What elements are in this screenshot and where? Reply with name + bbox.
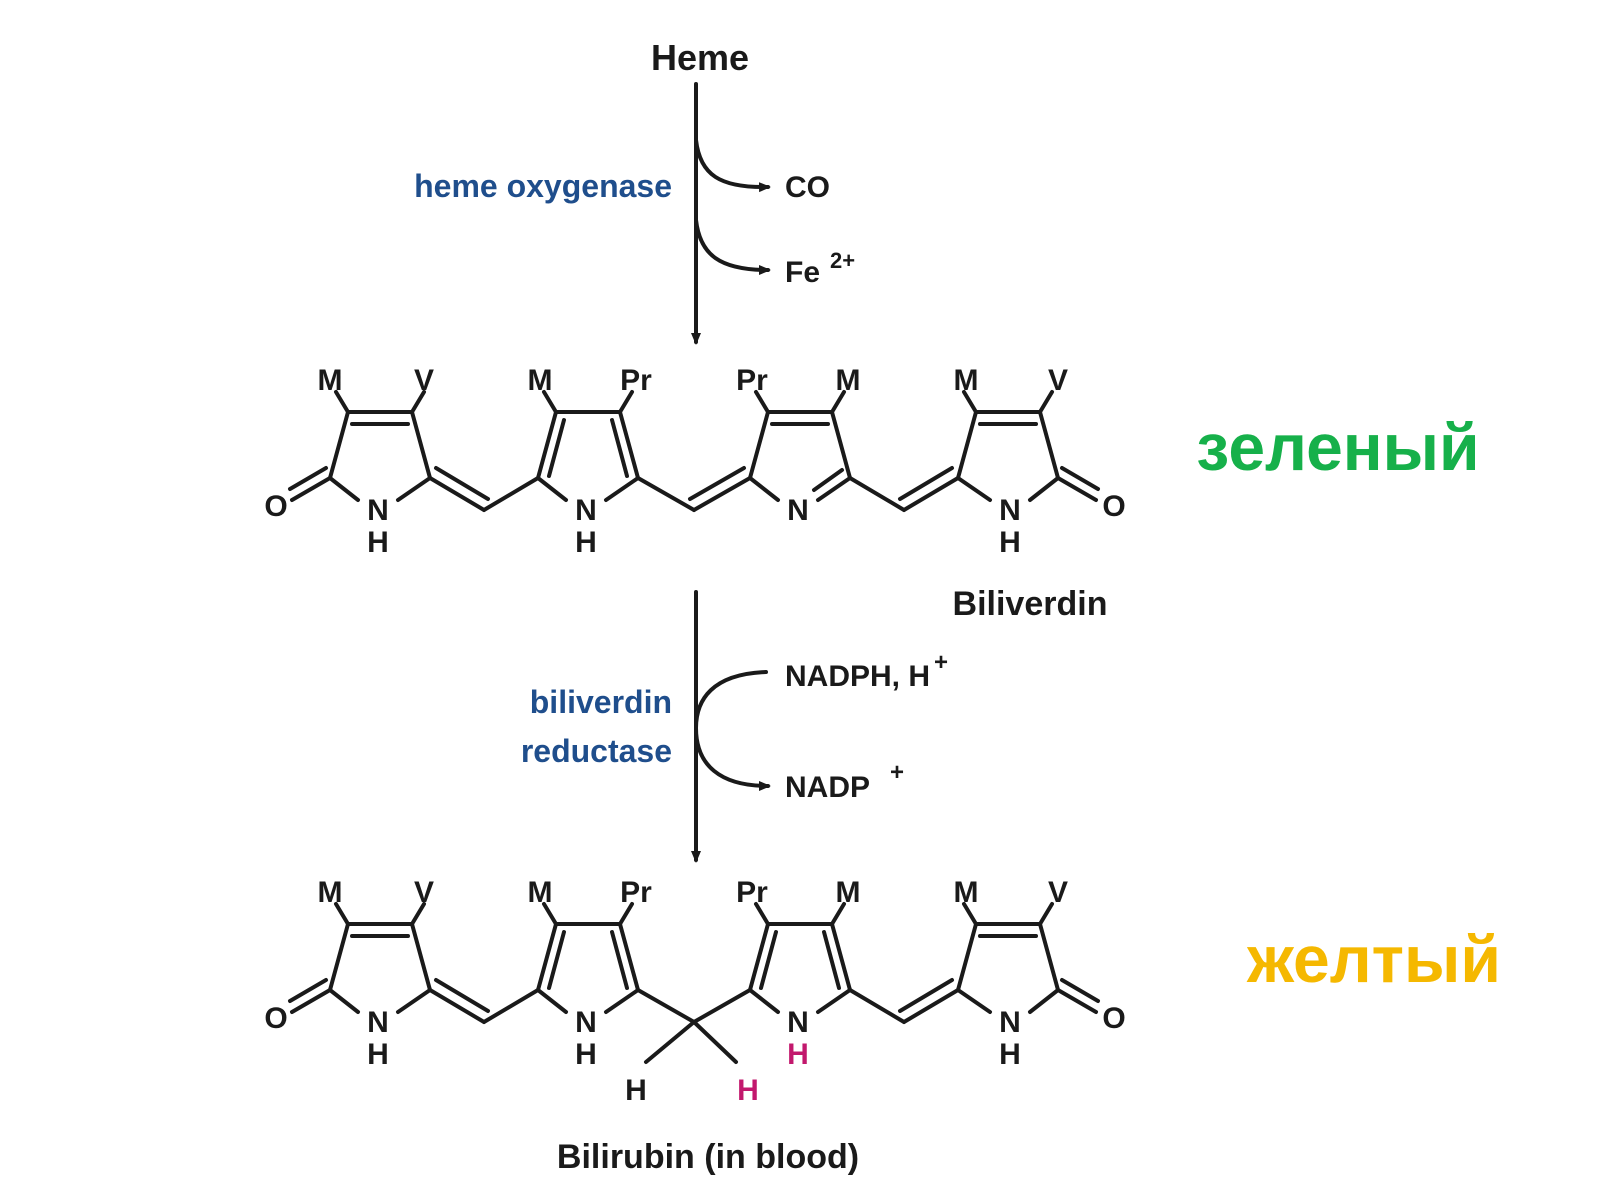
fe-release-arrow (694, 218, 771, 275)
nadph-arc-arrow (694, 670, 771, 791)
bilirubin-ring4-sub2: V (1048, 876, 1068, 909)
biliverdin-ring4-sub1: M (954, 364, 979, 397)
biliverdin-n2: N (575, 494, 597, 527)
heme-label: Heme (651, 37, 749, 78)
biliverdin-label: Biliverdin (953, 585, 1108, 623)
biliverdin-oxygen-left: O (264, 490, 287, 523)
enzyme2-line1: biliverdin (530, 684, 672, 720)
fe-label: Fe (785, 256, 820, 289)
bilirubin-h1: H (367, 1038, 389, 1071)
nadph-label: NADPH, H (785, 660, 930, 693)
bilirubin-n4: N (999, 1006, 1021, 1039)
bilirubin-bridge-h: H (625, 1074, 647, 1107)
biliverdin-n1: N (367, 494, 389, 527)
bilirubin-label: Bilirubin (in blood) (557, 1138, 859, 1176)
bilirubin-ring3-sub1: Pr (736, 876, 768, 909)
bilirubin-ring2-sub1: M (528, 876, 553, 909)
bilirubin-n3: N (787, 1006, 809, 1039)
bilirubin-ring2-sub2: Pr (620, 876, 652, 909)
bilirubin-n1: N (367, 1006, 389, 1039)
bilirubin-oxygen-right: O (1102, 1002, 1125, 1035)
biliverdin-oxygen-right: O (1102, 490, 1125, 523)
bilirubin-structure: M V M Pr Pr M M V O N H N H N H N H O H … (264, 876, 1125, 1107)
bilirubin-bridge-h-added: H (737, 1074, 759, 1107)
bilirubin-n2: N (575, 1006, 597, 1039)
biliverdin-n3: N (787, 494, 809, 527)
nadp-label: NADP (785, 771, 870, 804)
co-release-arrow (694, 138, 771, 193)
bilirubin-ring1-sub2: V (414, 876, 434, 909)
biliverdin-h2: H (575, 526, 597, 559)
biliverdin-ring2-sub2: Pr (620, 364, 652, 397)
biliverdin-ring2-sub1: M (528, 364, 553, 397)
yellow-color-label: желтый (1246, 922, 1501, 996)
biliverdin-h1: H (367, 526, 389, 559)
biliverdin-n4: N (999, 494, 1021, 527)
nadp-charge: + (890, 759, 904, 786)
bilirubin-ring3-sub2: M (836, 876, 861, 909)
nadph-charge: + (934, 649, 948, 676)
bilirubin-ring4-sub1: M (954, 876, 979, 909)
fe-charge-label: 2+ (830, 248, 855, 273)
bilirubin-ring1-sub1: M (318, 876, 343, 909)
biliverdin-ring1-sub2: V (414, 364, 434, 397)
green-color-label: зеленый (1196, 410, 1479, 484)
co-label: CO (785, 171, 830, 204)
bilirubin-oxygen-left: O (264, 1002, 287, 1035)
biliverdin-ring3-sub2: M (836, 364, 861, 397)
biliverdin-structure: M V M Pr Pr M M V O N H N H N N H O (264, 364, 1125, 559)
biliverdin-ring1-sub1: M (318, 364, 343, 397)
bilirubin-h4: H (999, 1038, 1021, 1071)
biliverdin-ring4-sub2: V (1048, 364, 1068, 397)
bilirubin-h3-added: H (787, 1038, 809, 1071)
enzyme2-line2: reductase (521, 733, 672, 769)
biliverdin-ring3-sub1: Pr (736, 364, 768, 397)
heme-oxygenase-label: heme oxygenase (414, 168, 672, 204)
biliverdin-h4: H (999, 526, 1021, 559)
ring1-bonds (328, 410, 432, 480)
bilirubin-h2: H (575, 1038, 597, 1071)
